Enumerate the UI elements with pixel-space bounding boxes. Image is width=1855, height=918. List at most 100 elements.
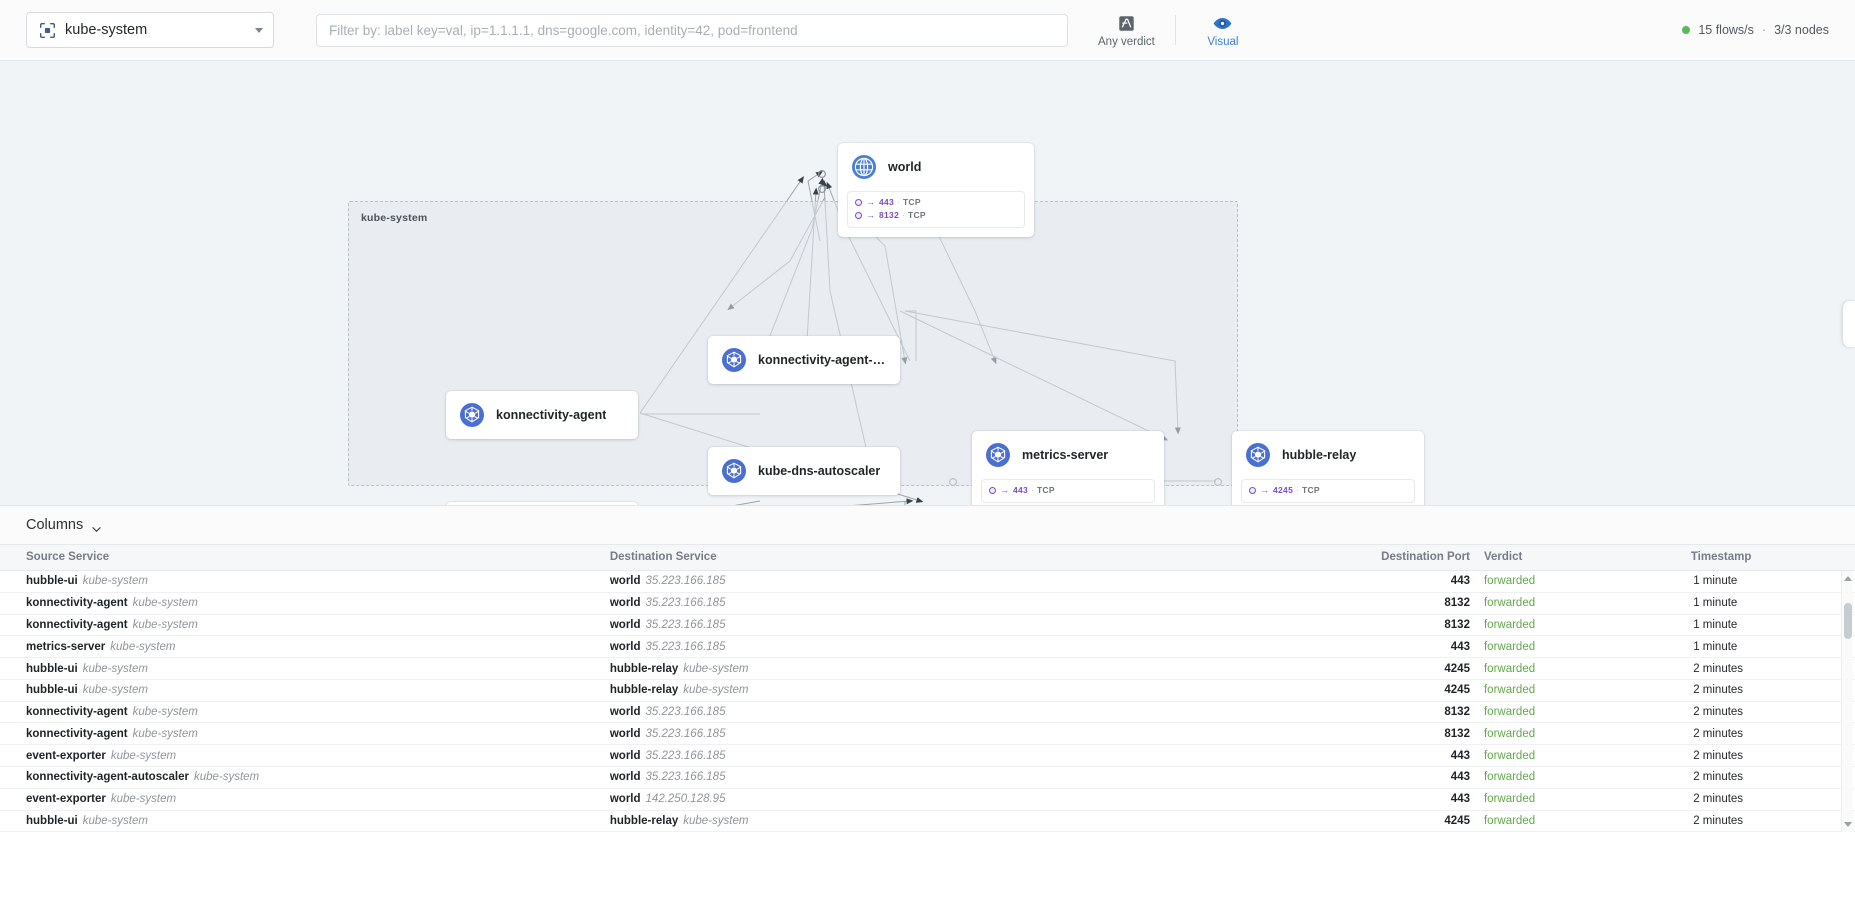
port-row[interactable]: → 443 · TCP (855, 196, 1017, 209)
kubernetes-namespace-icon (39, 22, 56, 39)
port-row[interactable]: → 8132 · TCP (855, 209, 1017, 222)
column-header-timestamp[interactable]: Timestamp (1690, 551, 1752, 563)
verdict-filter-button[interactable]: Any verdict (1088, 12, 1165, 48)
map-node-konnectivity-agent-autoscaler[interactable]: konnectivity-agent-autosc… (708, 336, 900, 384)
source-service-namespace: kube-system (110, 640, 176, 653)
status-dot-icon (1682, 26, 1691, 34)
destination-service-meta: 35.223.166.185 (645, 727, 726, 740)
chevron-down-icon (92, 521, 101, 532)
namespace-box-label: kube-system (361, 212, 428, 224)
filter-input[interactable] (316, 13, 1068, 47)
columns-dropdown-button[interactable]: Columns (26, 517, 101, 533)
source-service-name: hubble-ui (26, 684, 78, 697)
port-number: 443 (1013, 485, 1029, 495)
flows-table-header: Source Service Destination Service Desti… (0, 544, 1855, 571)
port-row[interactable]: → 443 · TCP (989, 484, 1147, 497)
cell-destination-port: 443 (1240, 571, 1484, 593)
cell-verdict: forwarded (1483, 810, 1622, 833)
port-separator: · (902, 210, 905, 220)
destination-service-name: world (609, 597, 641, 610)
map-node-ports: → 443 · TCP → 8132 · TCP (847, 191, 1025, 228)
port-number: 443 (879, 197, 895, 207)
column-header-destination-service[interactable]: Destination Service (609, 551, 717, 563)
cell-verdict: forwarded (1483, 722, 1622, 746)
source-service-name: metrics-server (26, 640, 106, 653)
destination-service-meta: 35.223.166.185 (645, 575, 726, 588)
cell-destination-port: 443 (1240, 744, 1484, 768)
verdict-filter-icon (1118, 14, 1135, 33)
kubernetes-icon (985, 442, 1011, 468)
side-panel-toggle-handle[interactable] (1843, 301, 1855, 347)
map-node-title: metrics-server (1022, 448, 1109, 462)
verdict-badge: forwarded (1483, 727, 1536, 740)
visual-mode-button[interactable]: Visual (1186, 12, 1260, 48)
visual-mode-label: Visual (1207, 36, 1239, 48)
verdict-badge: forwarded (1483, 706, 1536, 719)
destination-port-value: 443 (1450, 793, 1470, 806)
cell-timestamp: 2 minutes (1621, 766, 1855, 789)
cell-destination-port: 8132 (1240, 722, 1484, 746)
scroll-down-arrow-icon[interactable] (1844, 822, 1852, 828)
cell-verdict: forwarded (1483, 679, 1622, 702)
map-node-metrics-server[interactable]: metrics-server → 443 · TCP (972, 431, 1164, 505)
cell-destination-port: 8132 (1240, 701, 1484, 724)
column-header-verdict[interactable]: Verdict (1483, 551, 1523, 563)
namespace-selector[interactable]: kube-system (26, 12, 274, 48)
port-row[interactable]: → 4245 · TCP (1249, 484, 1407, 497)
cell-verdict: forwarded (1483, 744, 1622, 768)
cell-destination-port: 4245 (1240, 679, 1484, 702)
column-header-destination-port[interactable]: Destination Port (1381, 551, 1470, 563)
destination-service-name: hubble-relay (609, 662, 679, 675)
map-node-hubble-relay[interactable]: hubble-relay → 4245 · TCP (1232, 431, 1424, 505)
column-header-source-service[interactable]: Source Service (26, 551, 110, 563)
cell-source-service: metrics-server kube-system (0, 635, 610, 659)
map-node-world[interactable]: world → 443 · TCP → 8132 · TCP (838, 143, 1034, 237)
destination-service-meta: 35.223.166.185 (645, 706, 726, 719)
flows-table-scrollbar[interactable] (1841, 571, 1853, 833)
scroll-up-arrow-icon[interactable] (1844, 576, 1852, 581)
port-dot-icon (989, 487, 996, 494)
cell-verdict: forwarded (1483, 571, 1622, 593)
cell-timestamp: 1 minute (1621, 571, 1855, 593)
map-node-ports: → 4245 · TCP (1241, 479, 1415, 503)
port-protocol: TCP (1036, 485, 1055, 495)
source-service-namespace: kube-system (82, 662, 148, 675)
destination-service-meta: kube-system (683, 814, 749, 827)
cell-verdict: forwarded (1483, 614, 1622, 637)
verdict-filter-label: Any verdict (1098, 36, 1155, 48)
cell-timestamp: 2 minutes (1621, 657, 1855, 680)
map-node-hubble-ui[interactable]: hubble-ui (446, 502, 638, 505)
cell-destination-port: 443 (1240, 788, 1484, 811)
port-protocol: TCP (1301, 485, 1320, 495)
scrollbar-thumb[interactable] (1844, 603, 1852, 639)
filter-field-wrapper (316, 13, 1068, 47)
arrow-right-icon: → (866, 210, 875, 220)
map-node-konnectivity-agent[interactable]: konnectivity-agent (446, 391, 638, 439)
verdict-badge: forwarded (1483, 771, 1536, 784)
destination-service-meta: kube-system (683, 684, 749, 697)
service-map[interactable]: kube-system world (0, 61, 1855, 505)
cell-destination-port: 443 (1240, 635, 1484, 659)
map-node-kube-dns-autoscaler[interactable]: kube-dns-autoscaler (708, 447, 900, 495)
source-service-namespace: kube-system (110, 793, 177, 806)
